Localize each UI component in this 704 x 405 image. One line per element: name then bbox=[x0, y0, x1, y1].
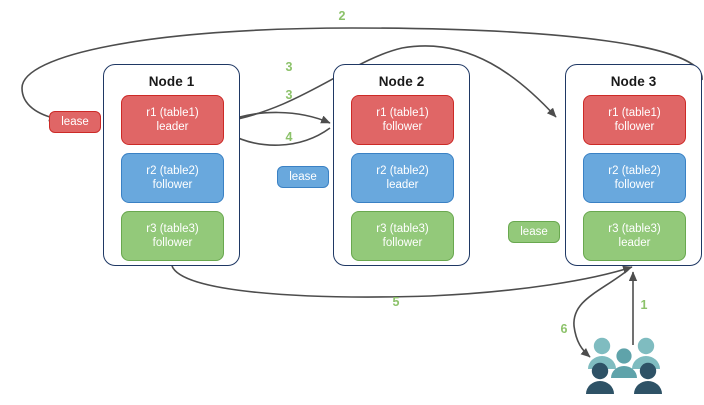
replica-n2-r2[interactable]: r2 (table2) leader bbox=[351, 153, 454, 203]
replica-n3-r2-line1: r2 (table2) bbox=[608, 165, 661, 177]
lease-badge-r2-label: lease bbox=[289, 171, 317, 183]
replica-n3-r2-line2: follower bbox=[614, 179, 655, 191]
lease-badge-r1-label: lease bbox=[61, 116, 89, 128]
node-2-title: Node 2 bbox=[378, 74, 425, 89]
replica-n3-r3[interactable]: r3 (table3) leader bbox=[583, 211, 686, 261]
lease-badge-r3[interactable]: lease bbox=[508, 221, 560, 243]
replica-n1-r2[interactable]: r2 (table2) follower bbox=[121, 153, 224, 203]
replica-n2-r3-line1: r3 (table3) bbox=[376, 223, 429, 235]
replica-n1-r3-line2: follower bbox=[152, 237, 193, 249]
replica-n2-r3[interactable]: r3 (table3) follower bbox=[351, 211, 454, 261]
replica-n3-r1-line1: r1 (table1) bbox=[608, 107, 661, 119]
step-label-4: 4 bbox=[285, 130, 293, 144]
replica-n2-r1[interactable]: r1 (table1) follower bbox=[351, 95, 454, 145]
lease-badge-r2[interactable]: lease bbox=[277, 166, 329, 188]
replica-n3-r3-line1: r3 (table3) bbox=[608, 223, 661, 235]
replica-n3-r2[interactable]: r2 (table2) follower bbox=[583, 153, 686, 203]
node-1-container[interactable]: Node 1 r1 (table1) leader r2 (table2) fo… bbox=[103, 64, 240, 266]
step-label-3-lower: 3 bbox=[285, 88, 293, 102]
replica-n3-r1-line2: follower bbox=[614, 121, 655, 133]
replica-n1-r1-line1: r1 (table1) bbox=[146, 107, 199, 119]
replica-n2-r3-line2: follower bbox=[382, 237, 423, 249]
step-label-6: 6 bbox=[560, 322, 568, 336]
replica-n3-r1[interactable]: r1 (table1) follower bbox=[583, 95, 686, 145]
replica-n3-r3-line2: leader bbox=[618, 237, 651, 249]
step-label-2: 2 bbox=[338, 9, 346, 23]
replica-n2-r1-line1: r1 (table1) bbox=[376, 107, 429, 119]
users-group-icon bbox=[586, 337, 662, 394]
replica-n1-r1[interactable]: r1 (table1) leader bbox=[121, 95, 224, 145]
replica-n2-r2-line1: r2 (table2) bbox=[376, 165, 429, 177]
replica-n1-r3-line1: r3 (table3) bbox=[146, 223, 199, 235]
replica-n1-r2-line2: follower bbox=[152, 179, 193, 191]
node-3-container[interactable]: Node 3 r1 (table1) follower r2 (table2) … bbox=[565, 64, 702, 266]
replica-n2-r2-line2: leader bbox=[386, 179, 419, 191]
step-label-1: 1 bbox=[640, 298, 648, 312]
node-2-container[interactable]: Node 2 r1 (table1) follower r2 (table2) … bbox=[333, 64, 470, 266]
edge-5-path bbox=[171, 265, 633, 298]
step-label-3-upper: 3 bbox=[285, 60, 293, 74]
lease-badge-r1[interactable]: lease bbox=[49, 111, 101, 133]
node-1-title: Node 1 bbox=[148, 74, 195, 89]
step-label-5: 5 bbox=[392, 295, 400, 309]
replica-n1-r1-line2: leader bbox=[156, 121, 189, 133]
lease-badge-r3-label: lease bbox=[520, 226, 548, 238]
node-3-title: Node 3 bbox=[610, 74, 657, 89]
replica-n1-r2-line1: r2 (table2) bbox=[146, 165, 199, 177]
replica-n2-r1-line2: follower bbox=[382, 121, 423, 133]
replica-n1-r3[interactable]: r3 (table3) follower bbox=[121, 211, 224, 261]
